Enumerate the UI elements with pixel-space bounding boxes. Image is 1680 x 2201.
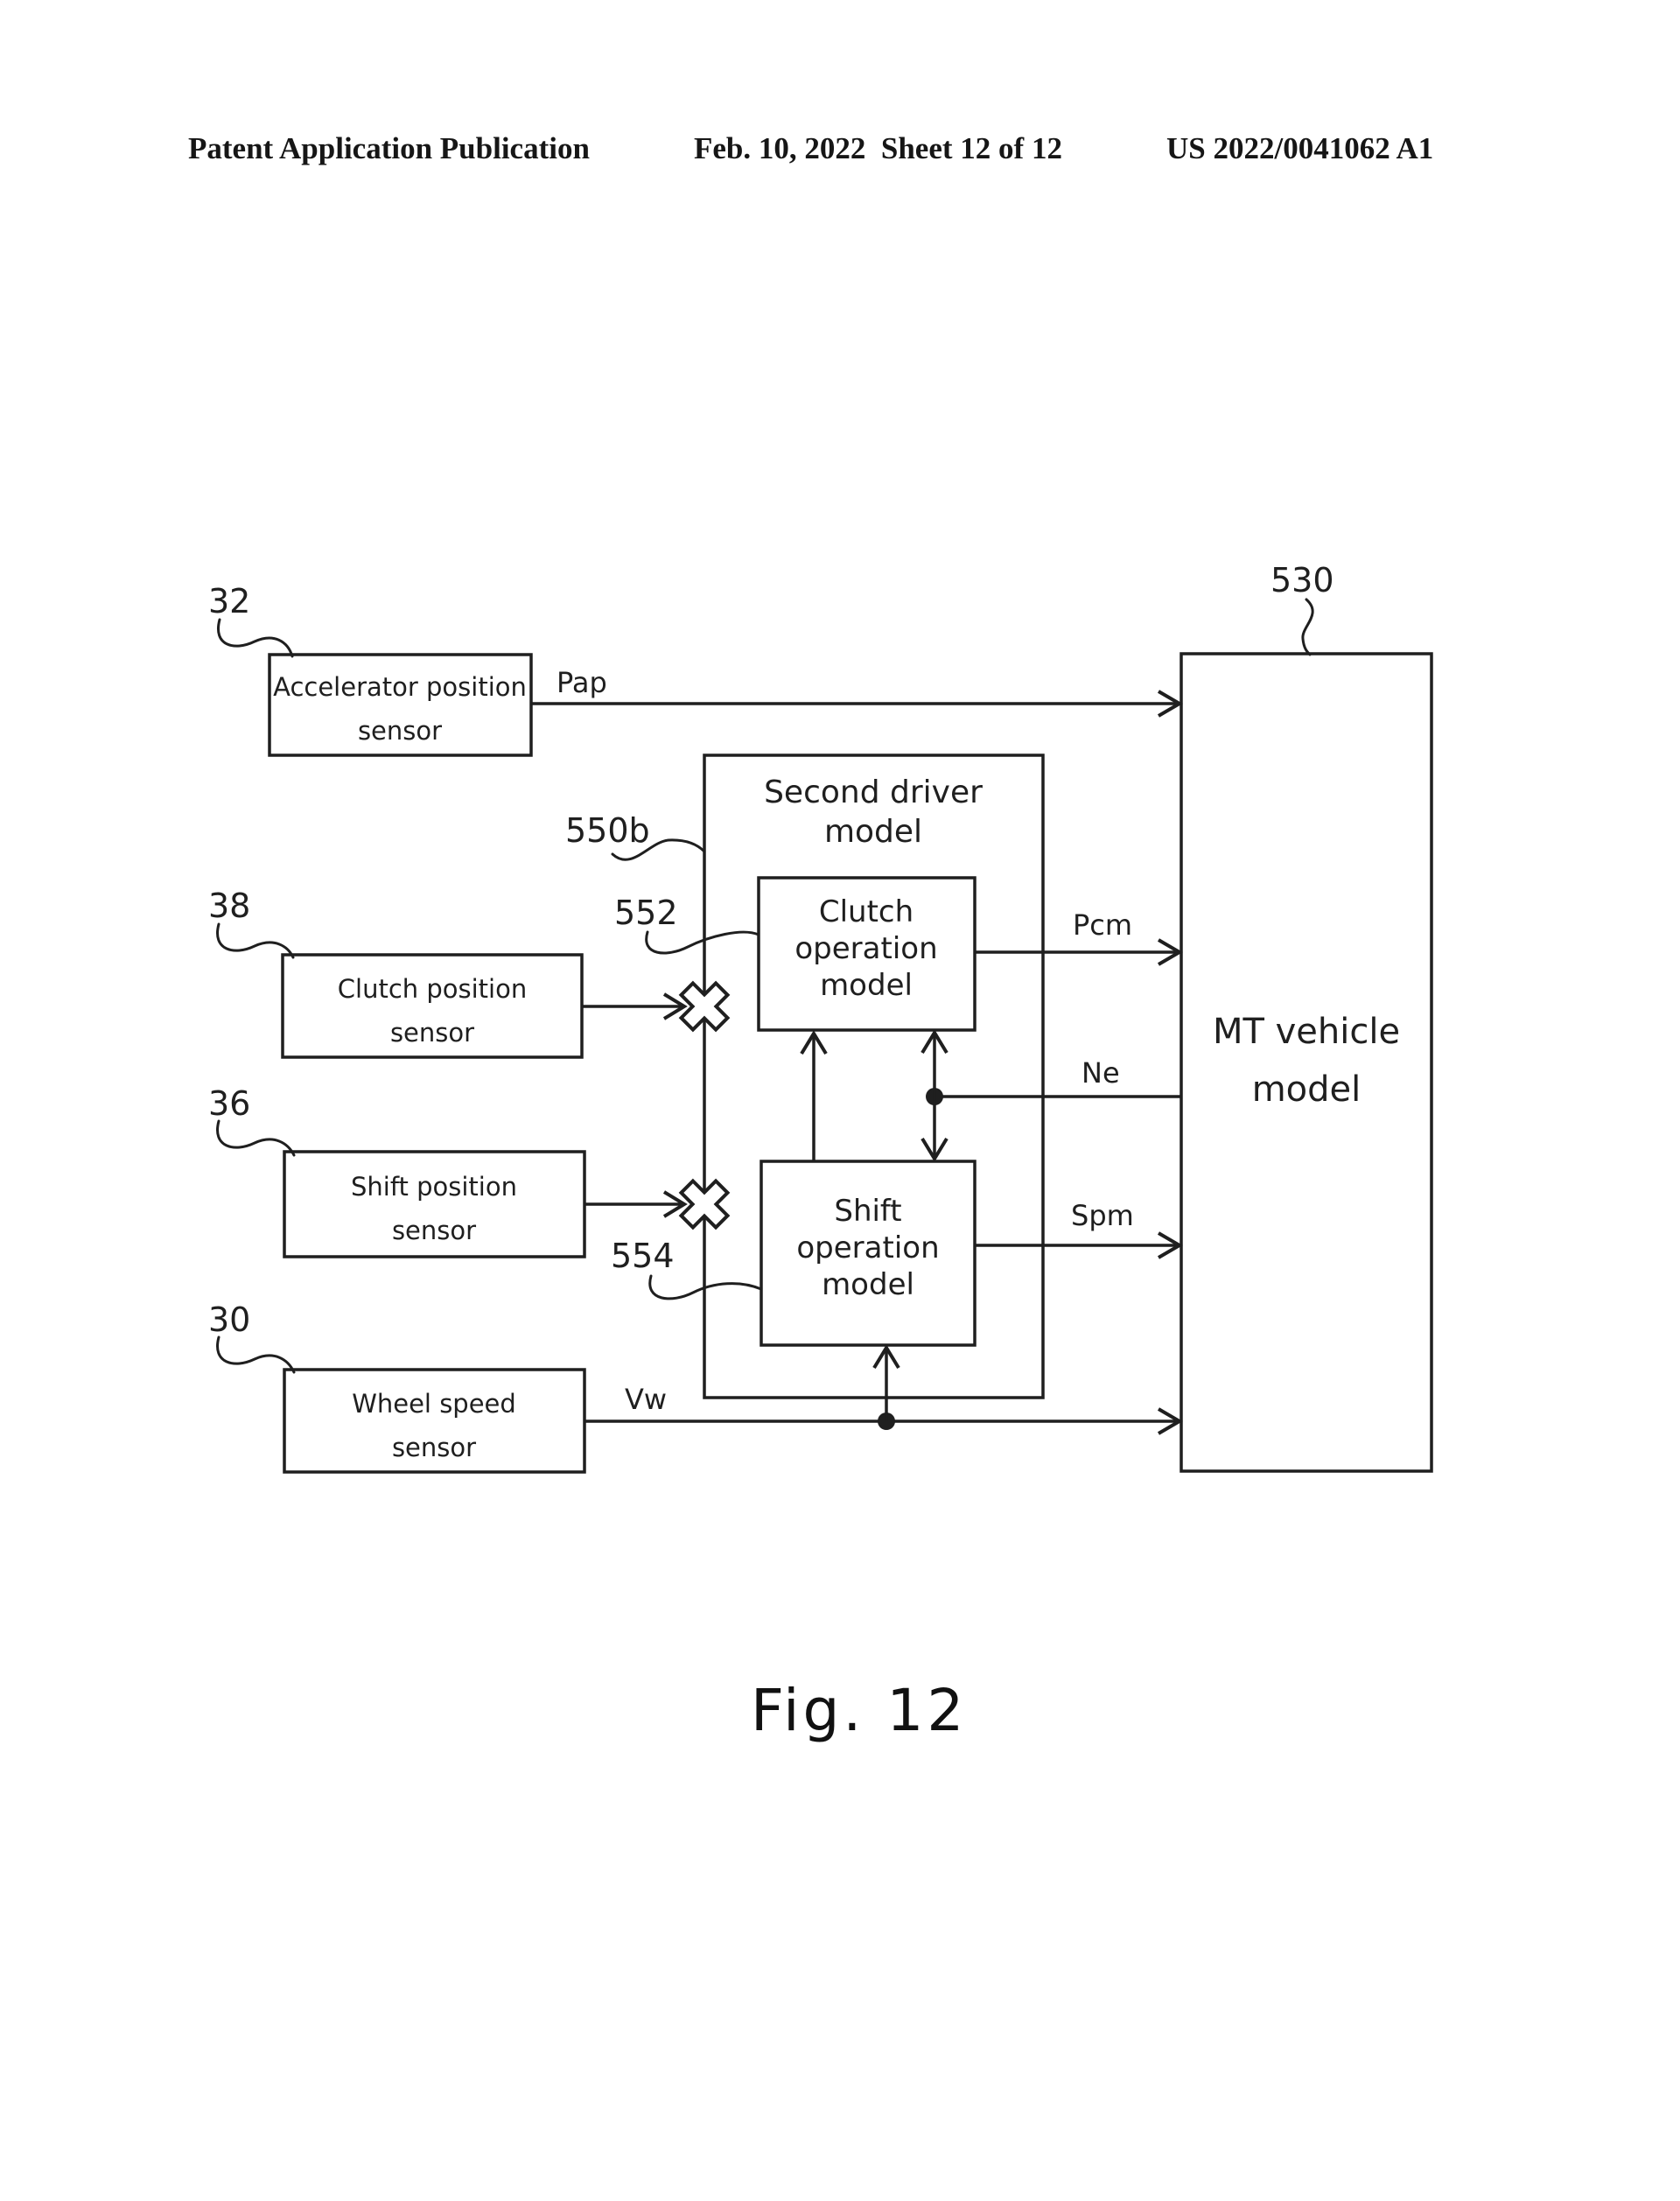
ref-552: 552: [614, 894, 678, 932]
shift-to-clutch-arrow: [800, 1030, 828, 1161]
figure-caption: Fig. 12: [751, 1677, 968, 1744]
vw-arrow: [584, 1344, 1183, 1435]
spm-arrow: [975, 1231, 1183, 1259]
ref-550b: 550b: [565, 811, 650, 850]
ne-feedback-line: [920, 1029, 1181, 1162]
clutch-operation-model-label-line3: model: [820, 968, 913, 1003]
pap-arrow: [531, 690, 1183, 718]
ref-32: 32: [208, 582, 250, 620]
ref-530-leader: [1301, 598, 1314, 656]
ref-550b-leader: [611, 838, 706, 861]
clutch-input-x-mark: [678, 980, 731, 1033]
wheel-sensor-label-line2: sensor: [392, 1433, 476, 1462]
signal-pcm-label: Pcm: [1073, 908, 1132, 942]
clutch-sensor-label-line2: sensor: [390, 1018, 474, 1048]
clutch-operation-model-label-line2: operation: [794, 931, 937, 966]
wheel-sensor-label-line1: Wheel speed: [352, 1389, 516, 1419]
ref-552-leader: [645, 930, 760, 955]
clutch-operation-model-box: [757, 876, 976, 1032]
header-publication-label: Patent Application Publication: [188, 131, 590, 165]
clutch-sensor-label-line1: Clutch position: [338, 974, 527, 1004]
ref-38: 38: [208, 887, 250, 925]
ref-36: 36: [208, 1084, 250, 1123]
ref-530: 530: [1270, 561, 1334, 599]
pcm-arrow: [975, 938, 1183, 966]
shift-operation-model-label-line3: model: [822, 1267, 914, 1302]
mt-vehicle-model-label-line1: MT vehicle: [1213, 1012, 1400, 1052]
shift-sensor-arrow: [584, 1190, 688, 1218]
shift-operation-model-label-line2: operation: [796, 1230, 939, 1265]
accelerator-sensor-label-line2: sensor: [358, 716, 442, 746]
shift-operation-model-box: [760, 1160, 976, 1347]
header-document-number: US 2022/0041062 A1: [1166, 131, 1434, 165]
shift-sensor-label-line1: Shift position: [351, 1172, 517, 1202]
header-date-sheet: Feb. 10, 2022 Sheet 12 of 12: [694, 131, 1062, 165]
second-driver-model-box: [703, 754, 1045, 1399]
shift-input-x-mark: [678, 1178, 731, 1230]
ref-36-leader: [216, 1119, 296, 1157]
clutch-operation-model-label-line1: Clutch: [819, 894, 914, 929]
second-driver-model-title-line1: Second driver: [764, 775, 983, 810]
ref-38-leader: [216, 922, 295, 959]
accelerator-sensor-label-line1: Accelerator position: [273, 672, 527, 702]
ref-32-leader: [217, 618, 294, 658]
ref-554-leader: [648, 1274, 763, 1300]
clutch-sensor-arrow: [582, 992, 688, 1020]
shift-operation-model-label-line1: Shift: [834, 1194, 901, 1229]
signal-ne-label: Ne: [1082, 1056, 1120, 1090]
signal-vw-label: Vw: [625, 1383, 667, 1416]
second-driver-model-title-line2: model: [824, 814, 922, 850]
signal-pap-label: Pap: [556, 666, 607, 699]
signal-spm-label: Spm: [1071, 1199, 1134, 1232]
mt-vehicle-model-label-line2: model: [1252, 1069, 1362, 1110]
mt-vehicle-model-box: [1180, 652, 1433, 1473]
ref-30-leader: [216, 1335, 296, 1374]
ref-554: 554: [611, 1237, 675, 1275]
ref-30: 30: [208, 1300, 250, 1339]
shift-sensor-label-line2: sensor: [392, 1216, 476, 1245]
